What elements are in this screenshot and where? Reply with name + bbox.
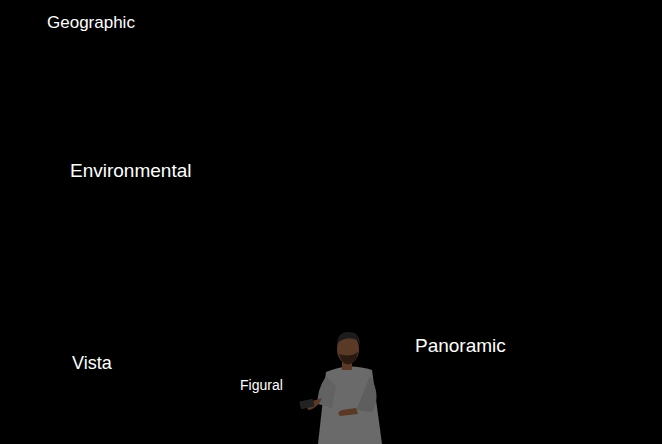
region-label: Figural (240, 377, 283, 393)
region-fill (225, 330, 341, 444)
region-label: Panoramic (415, 335, 506, 357)
region-fill (0, 55, 662, 444)
phone (299, 399, 314, 410)
panoramic-region: PanoramicVistaFigural (0, 235, 662, 444)
person-neck (342, 360, 352, 370)
region-fill (0, 235, 662, 444)
person-hand (306, 398, 322, 410)
region-label: Vista (72, 353, 112, 374)
environmental-region: EnvironmentalPanoramicVistaFigural (0, 55, 662, 444)
vista-wedge-shape (12, 284, 342, 444)
wedge-fill (14, 286, 335, 444)
person-head (337, 334, 359, 364)
environmental-region-shape (0, 55, 662, 444)
region-label: Geographic (47, 13, 135, 33)
person-hair (337, 332, 360, 345)
person-beard (339, 352, 358, 364)
panoramic-region-shape (0, 235, 662, 444)
person-sleeve (318, 376, 336, 408)
person-shirt (318, 366, 382, 444)
person-arm (356, 376, 377, 412)
person-hand (338, 408, 358, 416)
vista-wedge: Vista (12, 284, 342, 444)
person (299, 332, 382, 444)
region-label: Environmental (70, 160, 191, 182)
figural-circle: Figural (225, 330, 341, 444)
